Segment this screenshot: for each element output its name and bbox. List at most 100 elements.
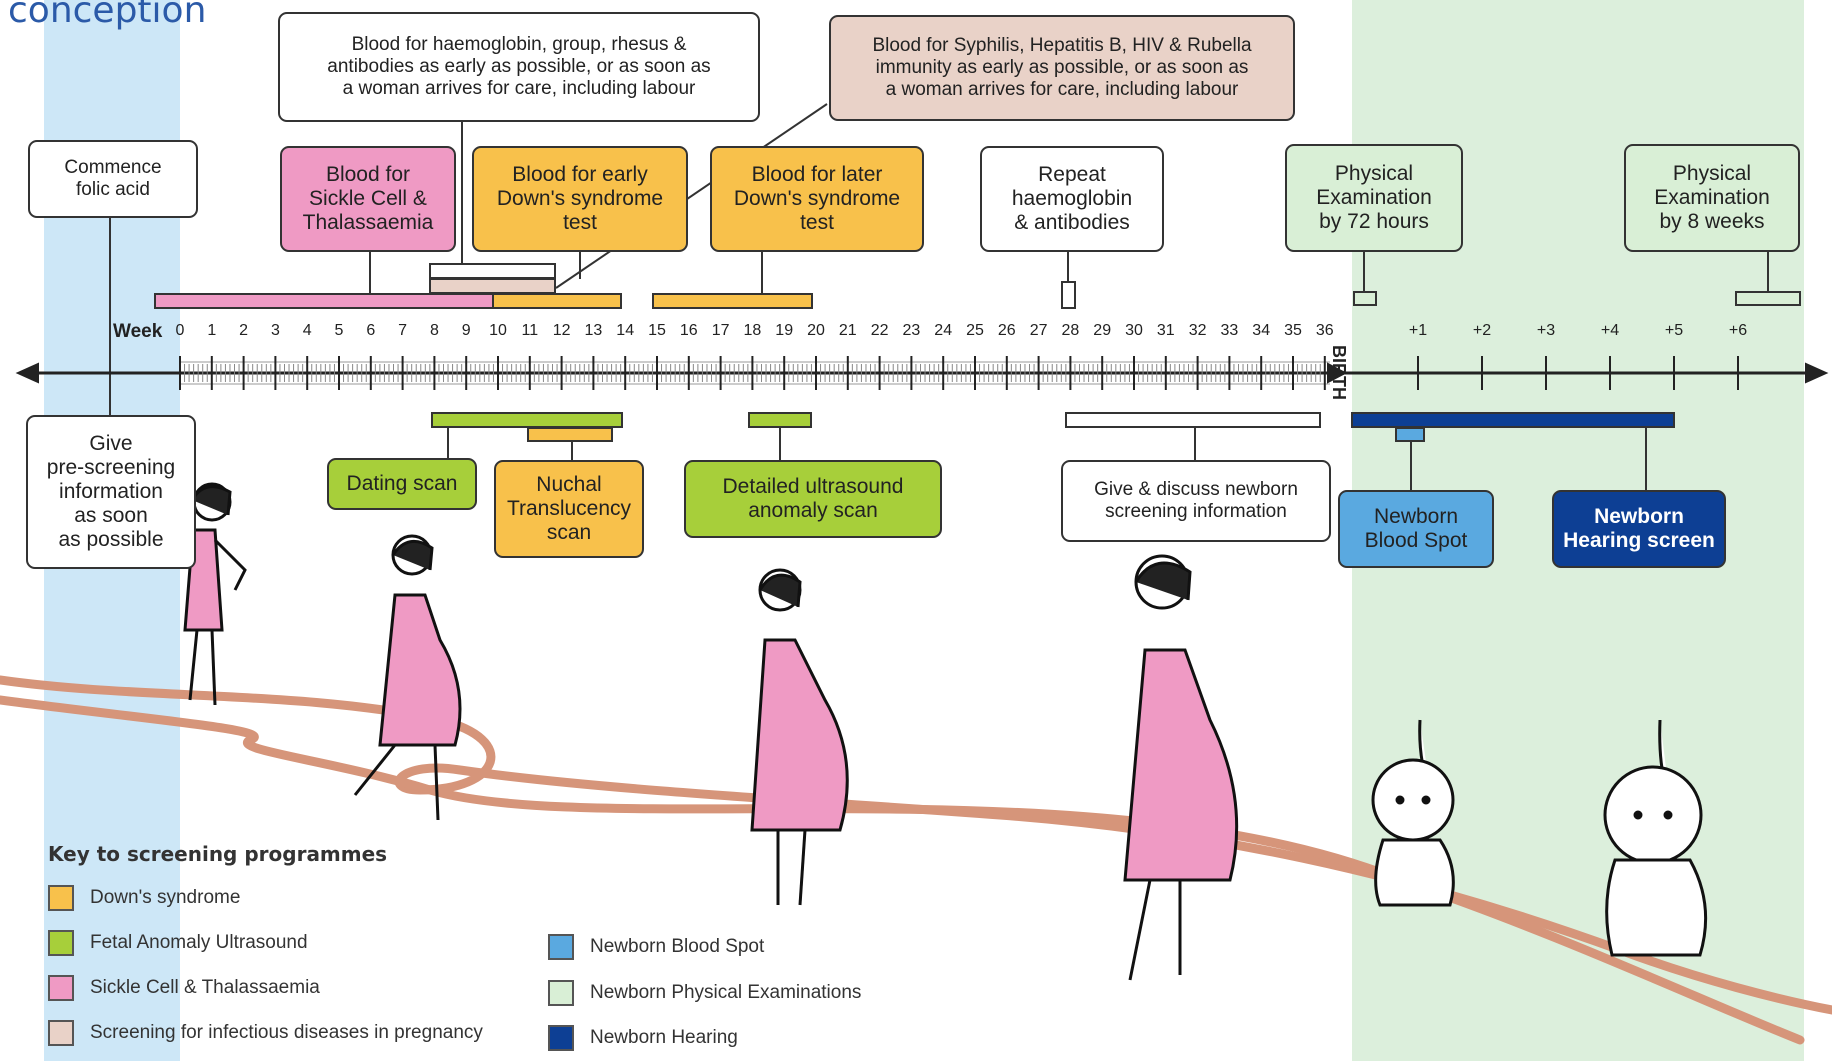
key-label: Newborn Blood Spot (590, 936, 765, 957)
box-newborn-blood-spot: Newborn Blood Spot (1338, 490, 1494, 568)
week-number: 32 (1188, 322, 1207, 339)
week-number: 23 (902, 322, 921, 339)
box-repeat-haemoglobin: Repeat haemoglobin & antibodies (980, 146, 1164, 252)
key-item: Sickle Cell & Thalassaemia (48, 975, 320, 1001)
week-number: 26 (997, 322, 1016, 339)
week-number: 4 (302, 322, 312, 339)
week-number: 15 (648, 322, 666, 339)
key-item: Screening for infectious diseases in pre… (48, 1020, 483, 1046)
key-swatch (548, 980, 574, 1006)
week-number: 31 (1156, 322, 1175, 339)
key-swatch (48, 885, 74, 911)
week-number: 12 (552, 322, 571, 339)
week-number: 11 (521, 322, 539, 339)
box-dating-scan: Dating scan (327, 458, 477, 510)
week-number: 30 (1125, 322, 1143, 339)
hearing-bar (1351, 412, 1675, 428)
key-label: Newborn Physical Examinations (590, 982, 862, 1003)
repeat-hb-bar (1061, 281, 1076, 309)
phys72-bar (1353, 291, 1377, 306)
week-label: Week (113, 321, 163, 342)
key-label: Down's syndrome (90, 887, 241, 908)
infectious-bar (429, 278, 556, 294)
anomaly-bar (748, 412, 812, 428)
week-number: 27 (1029, 322, 1048, 339)
sickle-bar (154, 293, 494, 309)
blood-spot-bar (1395, 427, 1425, 442)
week-number: 8 (429, 322, 439, 339)
week-number: 7 (398, 322, 408, 339)
post-birth-week-number: +5 (1664, 322, 1684, 339)
week-number: 35 (1284, 322, 1302, 339)
week-number: 24 (934, 322, 953, 339)
birth-label: BIRTH (1329, 345, 1349, 400)
week-number: 28 (1061, 322, 1080, 339)
week-number: 16 (679, 322, 698, 339)
week-number: 3 (270, 322, 280, 339)
week-number: 9 (461, 322, 471, 339)
baby-figures (1371, 719, 1708, 957)
week-number: 14 (616, 322, 635, 339)
post-birth-week-number: +2 (1472, 322, 1492, 339)
week-number: 6 (366, 322, 376, 339)
box-commence-folic-acid: Commence folic acid (28, 140, 198, 218)
key-item: Newborn Blood Spot (548, 934, 764, 960)
week-number: 5 (334, 322, 344, 339)
pregnant-woman-figures (183, 482, 1239, 981)
key-label: Fetal Anomaly Ultrasound (90, 932, 308, 953)
week-number: 20 (807, 322, 825, 339)
box-physical-8-weeks: Physical Examination by 8 weeks (1624, 144, 1800, 252)
key-label: Newborn Hearing (590, 1027, 738, 1048)
box-detailed-anomaly-scan: Detailed ultrasound anomaly scan (684, 460, 942, 538)
axis-ticks (179, 356, 1739, 390)
page-title: conception (8, 0, 207, 31)
week-number: 0 (175, 322, 185, 339)
key-item: Newborn Hearing (548, 1025, 738, 1051)
week-number: 34 (1252, 322, 1271, 339)
week-number: 33 (1220, 322, 1239, 339)
box-physical-72-hours: Physical Examination by 72 hours (1285, 144, 1463, 252)
week-number: 1 (207, 322, 217, 339)
week-number: 2 (239, 322, 249, 339)
week-number: 36 (1315, 322, 1334, 339)
post-birth-week-number: +3 (1536, 322, 1556, 339)
week-number: 18 (743, 322, 762, 339)
box-blood-syphilis: Blood for Syphilis, Hepatitis B, HIV & R… (829, 15, 1295, 121)
week-number: 13 (584, 322, 603, 339)
box-newborn-screening-information: Give & discuss newborn screening informa… (1061, 460, 1331, 542)
key-swatch (48, 930, 74, 956)
phys8w-bar (1735, 291, 1801, 306)
infectious-bar-top (429, 263, 556, 279)
syph-connector (555, 103, 828, 289)
box-blood-later-downs: Blood for later Down's syndrome test (710, 146, 924, 252)
box-blood-sickle-cell: Blood for Sickle Cell & Thalassaemia (280, 146, 456, 252)
newborn-info-bar (1065, 412, 1321, 428)
key-item: Newborn Physical Examinations (548, 980, 861, 1006)
early-downs-bar (492, 293, 622, 309)
post-birth-week-number: +6 (1728, 322, 1748, 339)
key-title: Key to screening programmes (48, 842, 388, 866)
later-downs-bar (652, 293, 813, 309)
box-pre-screening-information: Give pre-screening information as soon a… (26, 415, 196, 569)
box-newborn-hearing-screen: Newborn Hearing screen (1552, 490, 1726, 568)
post-birth-week-number: +4 (1600, 322, 1620, 339)
box-nuchal-translucency-scan: Nuchal Translucency scan (494, 460, 644, 558)
week-number: 19 (775, 322, 794, 339)
post-birth-week-number: +1 (1408, 322, 1428, 339)
box-blood-haemoglobin: Blood for haemoglobin, group, rhesus & a… (278, 12, 760, 122)
key-item: Down's syndrome (48, 885, 240, 911)
key-label: Sickle Cell & Thalassaemia (90, 977, 320, 998)
box-blood-early-downs: Blood for early Down's syndrome test (472, 146, 688, 252)
key-swatch (548, 934, 574, 960)
key-swatch (48, 1020, 74, 1046)
key-swatch (48, 975, 74, 1001)
dating-bar (431, 412, 623, 428)
week-number: 29 (1093, 322, 1112, 339)
nuchal-bar (527, 427, 613, 442)
week-number: 17 (711, 322, 730, 339)
week-number: 21 (838, 322, 857, 339)
key-swatch (548, 1025, 574, 1051)
key-label: Screening for infectious diseases in pre… (90, 1022, 483, 1043)
key-item: Fetal Anomaly Ultrasound (48, 930, 308, 956)
week-number: 10 (489, 322, 507, 339)
